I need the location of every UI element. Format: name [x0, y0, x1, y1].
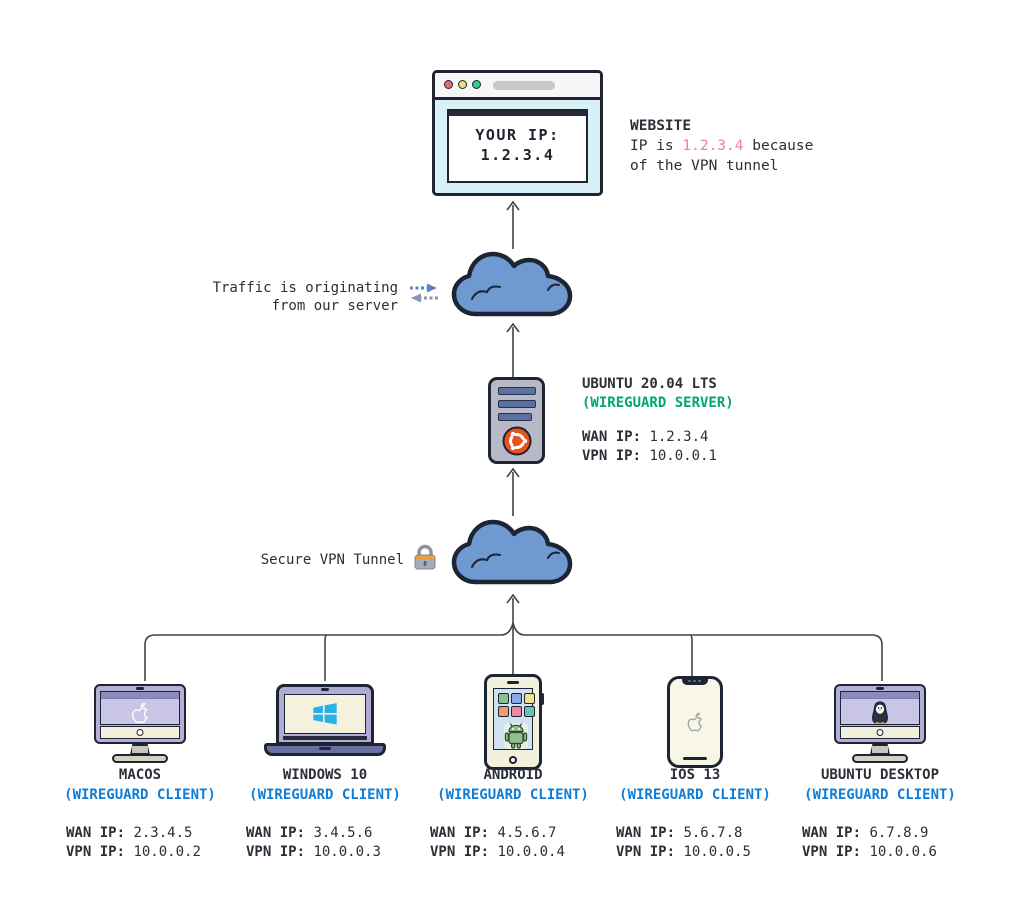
vpn-ip-row: VPN IP: 10.0.0.2 [66, 844, 201, 860]
android-phone-icon [484, 674, 544, 770]
home-button [509, 756, 517, 764]
vpn-ip-row: VPN IP: 10.0.0.4 [430, 844, 565, 860]
website-title: WEBSITE [630, 118, 692, 134]
browser-window: YOUR IP: 1.2.3.4 [432, 70, 603, 196]
address-bar [493, 81, 555, 90]
imac-screen [100, 691, 180, 725]
android-screen [493, 688, 535, 750]
highlighted-ip: 1.2.3.4 [682, 138, 744, 154]
transfer-arrows-icon [410, 283, 438, 303]
client-role-ubuntu-desktop: (WIREGUARD CLIENT) [804, 787, 956, 803]
client-role-android: (WIREGUARD CLIENT) [437, 787, 589, 803]
apple-logo-icon [687, 712, 703, 732]
home-indicator [683, 757, 707, 760]
window-maximize-icon [472, 80, 481, 89]
client-name-ubuntu-desktop: UBUNTU DESKTOP [820, 767, 940, 783]
ubuntu-logo-icon [502, 426, 532, 456]
app-tile [524, 706, 535, 717]
browser-titlebar [435, 73, 600, 100]
client-ips-ubuntu-desktop: WAN IP: 6.7.8.9 VPN IP: 10.0.0.6 [802, 824, 937, 862]
app-tile [511, 706, 522, 717]
traffic-annotation: Traffic is originating from our server [150, 279, 398, 315]
server-vpn-ip: VPN IP: 10.0.0.1 [582, 448, 717, 464]
arrow-up-to-server [506, 467, 520, 516]
server-slot [498, 413, 532, 421]
vpn-ip-row: VPN IP: 10.0.0.3 [246, 844, 381, 860]
server-tower-icon [488, 377, 545, 464]
tunnel-annotation: Secure VPN Tunnel [260, 552, 404, 568]
camera-dot [876, 729, 884, 736]
website-line1: IP is 1.2.3.4 because [630, 138, 814, 154]
client-role-macos: (WIREGUARD CLIENT) [64, 787, 216, 803]
server-slot [498, 387, 536, 395]
tux-penguin-icon [872, 701, 888, 724]
arrow-up-to-internet-cloud [506, 322, 520, 378]
iphone-icon [667, 676, 723, 768]
server-subtitle: (WIREGUARD SERVER) [582, 395, 734, 411]
website-annotation: WEBSITE IP is 1.2.3.4 because of the VPN… [630, 116, 813, 176]
windows-logo-icon [313, 703, 337, 725]
app-tile [498, 693, 509, 704]
wan-ip-row: WAN IP: 4.5.6.7 [430, 825, 557, 841]
server-annotation: UBUNTU 20.04 LTS (WIREGUARD SERVER) WAN … [582, 375, 734, 466]
server-wan-ip: WAN IP: 1.2.3.4 [582, 429, 709, 445]
vpn-ip-row: VPN IP: 10.0.0.6 [802, 844, 937, 860]
internet-cloud-icon [451, 251, 573, 317]
client-ips-windows: WAN IP: 3.4.5.6 VPN IP: 10.0.0.3 [246, 824, 381, 862]
vpn-tunnel-cloud-icon [451, 519, 573, 585]
client-ips-macos: WAN IP: 2.3.4.5 VPN IP: 10.0.0.2 [66, 824, 201, 862]
ubuntu-screen [840, 691, 920, 725]
client-name-macos: MACOS [118, 767, 162, 783]
app-tile [498, 706, 509, 717]
window-minimize-icon [458, 80, 467, 89]
apple-imac-icon [94, 684, 186, 744]
client-branch-connectors [144, 593, 883, 681]
website-line2: of the VPN tunnel [630, 158, 779, 174]
laptop-screen [284, 694, 366, 734]
client-ips-android: WAN IP: 4.5.6.7 VPN IP: 10.0.0.4 [430, 824, 565, 862]
lock-icon [414, 544, 436, 570]
wan-ip-row: WAN IP: 3.4.5.6 [246, 825, 373, 841]
arrow-up-to-website [506, 200, 520, 249]
server-slot [498, 400, 536, 408]
apple-logo-icon [131, 702, 148, 724]
client-name-ios: IOS 13 [669, 767, 721, 783]
window-close-icon [444, 80, 453, 89]
wan-ip-row: WAN IP: 6.7.8.9 [802, 825, 929, 841]
client-name-windows: WINDOWS 10 [282, 767, 368, 783]
iphone-notch [682, 678, 708, 685]
windows-laptop-icon [276, 684, 374, 745]
your-ip-label: YOUR IP: [475, 126, 560, 144]
camera-dot [136, 729, 144, 736]
traffic-line1: Traffic is originating [212, 280, 398, 296]
wan-ip-row: WAN IP: 5.6.7.8 [616, 825, 743, 841]
traffic-line2: from our server [271, 298, 398, 314]
wan-ip-row: WAN IP: 2.3.4.5 [66, 825, 193, 841]
vpn-ip-row: VPN IP: 10.0.0.5 [616, 844, 751, 860]
server-title: UBUNTU 20.04 LTS [582, 376, 717, 392]
webpage-content: YOUR IP: 1.2.3.4 [447, 109, 588, 183]
app-tile [511, 693, 522, 704]
client-ips-ios: WAN IP: 5.6.7.8 VPN IP: 10.0.0.5 [616, 824, 751, 862]
client-role-ios: (WIREGUARD CLIENT) [619, 787, 771, 803]
app-tile [524, 693, 535, 704]
client-name-android: ANDROID [483, 767, 543, 783]
tux-desktop-icon [834, 684, 926, 744]
your-ip-value: 1.2.3.4 [480, 146, 555, 164]
webpage-header-bar [449, 111, 586, 116]
android-robot-icon [504, 723, 528, 749]
client-role-windows: (WIREGUARD CLIENT) [249, 787, 401, 803]
